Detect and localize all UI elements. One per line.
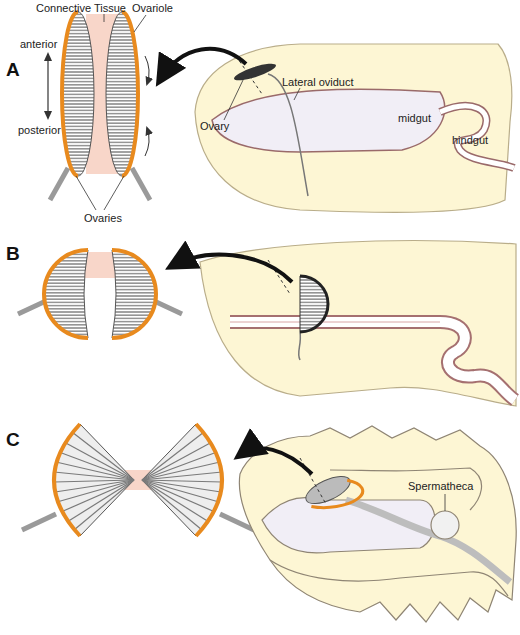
part-label: hindgut xyxy=(452,134,488,146)
part-label: Ovary xyxy=(200,120,229,132)
panel-letter: A xyxy=(6,60,20,81)
axis-label: posterior xyxy=(18,124,61,136)
panel-letter: C xyxy=(6,430,20,451)
part-label: Lateral oviduct xyxy=(282,76,354,88)
part-label: Ovariole xyxy=(132,2,173,14)
part-label: Connective Tissue xyxy=(36,2,126,14)
panel-letter: B xyxy=(6,244,20,265)
part-label: Ovaries xyxy=(84,212,122,224)
part-label: midgut xyxy=(398,112,431,124)
axis-label: anterior xyxy=(20,38,57,50)
part-label: Spermatheca xyxy=(408,480,473,492)
